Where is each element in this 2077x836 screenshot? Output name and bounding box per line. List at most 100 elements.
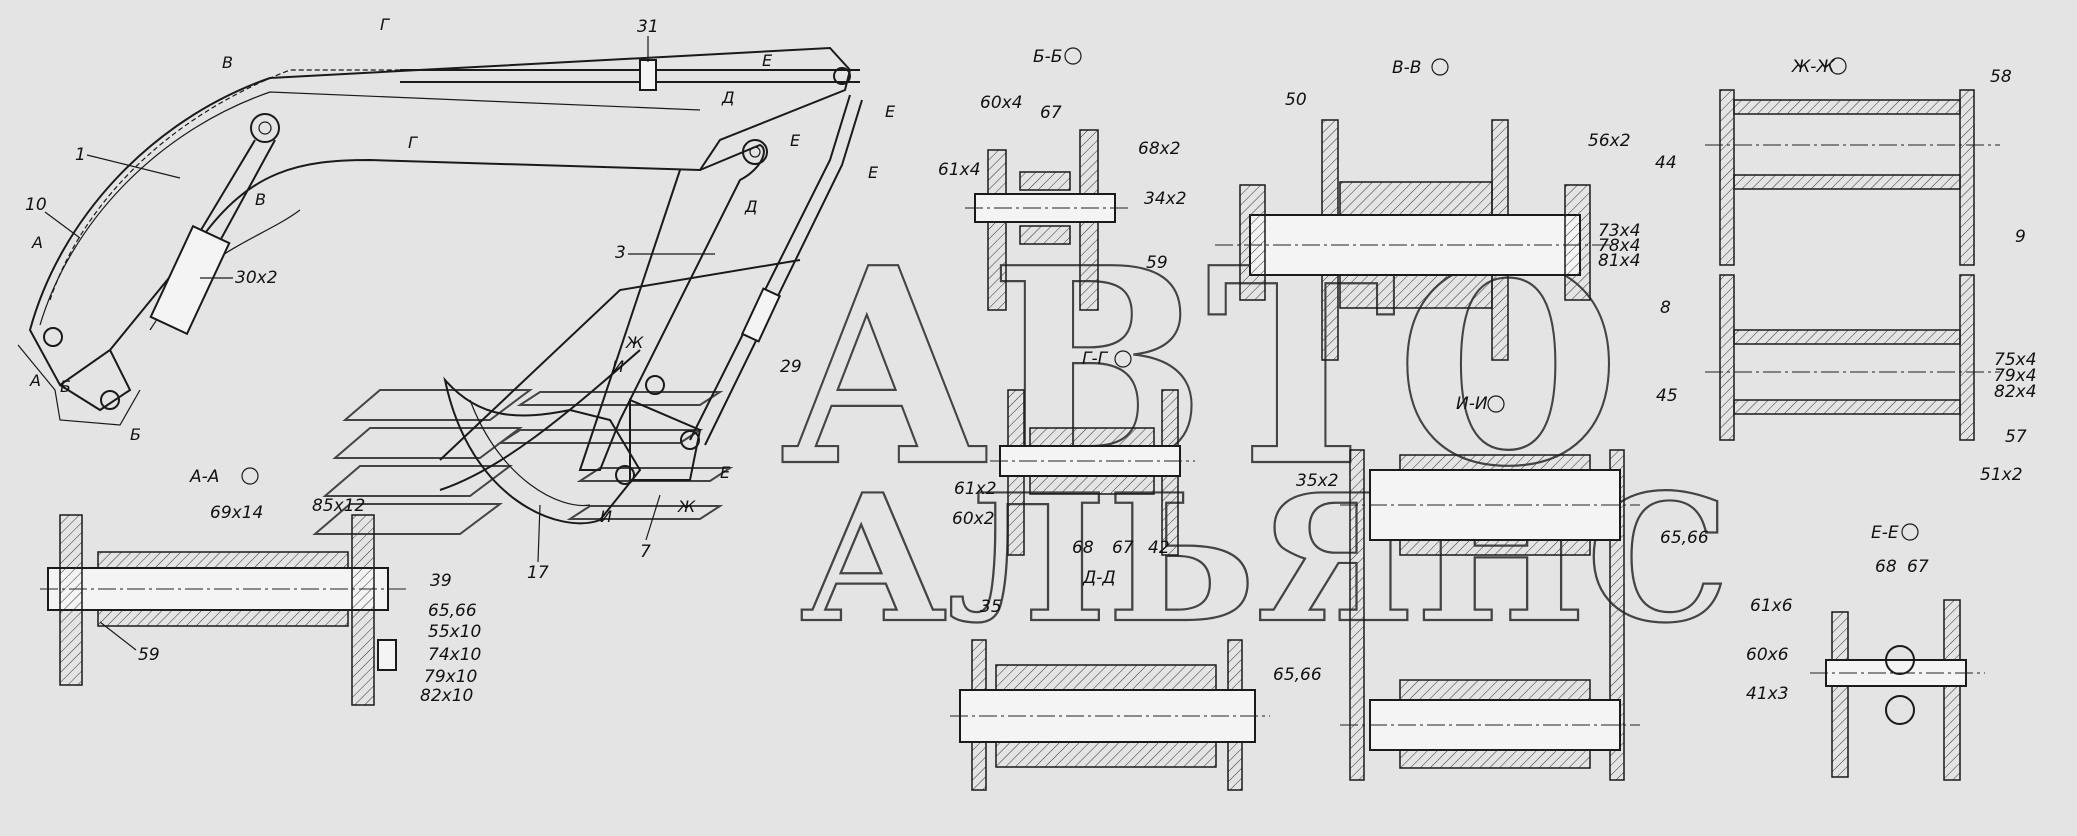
stick-outline	[578, 143, 765, 471]
label-65-66: 65,66	[428, 601, 477, 621]
label-41x3: 41x3	[1746, 684, 1789, 704]
section-bb: Б-Б 60x4 67 61x4 68x2 34x2 59	[938, 47, 1187, 311]
label-42: 42	[1148, 538, 1170, 558]
label-78x4: 78x4	[1598, 236, 1641, 256]
cut-mark: Ж	[677, 497, 696, 516]
label-61x6: 61x6	[1750, 596, 1793, 616]
label-65-66-dd: 65,66	[1273, 665, 1322, 685]
label-69x14: 69x14	[210, 503, 263, 523]
label-35: 35	[980, 597, 1002, 617]
label-82x4: 82x4	[1994, 382, 2037, 402]
label-56x2: 56x2	[1588, 131, 1631, 151]
label-7: 7	[640, 542, 651, 562]
label-3: 3	[615, 243, 626, 263]
label-35x2: 35x2	[1296, 471, 1339, 491]
label-44: 44	[1655, 153, 1677, 173]
label-60x6: 60x6	[1746, 645, 1789, 665]
label-61x2: 61x2	[954, 479, 997, 499]
label-34x2: 34x2	[1144, 189, 1187, 209]
cut-mark: В	[255, 190, 266, 209]
label-30x2: 30x2	[235, 268, 278, 288]
boom-cylinder-body	[149, 224, 231, 336]
label-65-66-ii: 65,66	[1660, 528, 1709, 548]
label-59-bb: 59	[1146, 253, 1168, 273]
plate-left	[59, 514, 83, 686]
stick-pivot	[742, 139, 768, 165]
cut-mark: Е	[885, 102, 896, 121]
cut-mark: Б	[130, 425, 141, 444]
label-50: 50	[1285, 90, 1307, 110]
label-17: 17	[527, 563, 549, 583]
bb-plate-left	[987, 149, 1007, 311]
watermark-logo	[312, 389, 734, 535]
section-gg-title: Г-Г	[1082, 349, 1109, 369]
label-57: 57	[2005, 427, 2027, 447]
plate-right	[351, 514, 375, 706]
label-79x10: 79x10	[424, 667, 477, 687]
bolt-head	[377, 639, 397, 671]
leader-lines	[439, 259, 801, 491]
bushing-bottom	[97, 609, 349, 627]
boom-base-mount	[17, 344, 141, 426]
label-29: 29	[780, 357, 802, 377]
label-68: 68	[1072, 538, 1094, 558]
section-ii: И-И 35x2 65,66	[1296, 394, 1709, 781]
hydraulic-line-top	[49, 69, 640, 301]
cut-mark: И	[612, 357, 624, 376]
label-60x4: 60x4	[980, 93, 1023, 113]
zh-plate-right	[1959, 89, 1975, 266]
section-gg: Г-Г 61x2 60x2 68 67 42	[952, 349, 1195, 558]
boom-inner-line	[39, 91, 701, 326]
cut-mark: Г	[408, 133, 418, 152]
section-zhzh-title: Ж-Ж	[1791, 57, 1835, 77]
label-74x10: 74x10	[428, 645, 481, 665]
cut-mark: Ж	[625, 333, 644, 352]
boom-foot	[59, 349, 132, 412]
section-dd-title: Д-Д	[1082, 568, 1116, 588]
section-bb-title: Б-Б	[1033, 47, 1062, 67]
label-58: 58	[1990, 67, 2012, 87]
cut-mark: Е	[868, 163, 879, 182]
label-1: 1	[75, 145, 86, 165]
cut-mark: И	[600, 507, 612, 526]
label-59: 59	[138, 645, 160, 665]
bucket-linkage	[629, 398, 702, 481]
section-dd: Д-Д 35 65,66	[950, 568, 1322, 791]
label-39: 39	[430, 571, 452, 591]
label-61x4: 61x4	[938, 160, 981, 180]
section-vv-title: В-В	[1392, 58, 1421, 78]
label-68x2: 68x2	[1138, 139, 1181, 159]
arm-cylinder-gland	[639, 59, 657, 91]
label-85x12: 85x12	[312, 496, 365, 516]
boom-cylinder-rod	[194, 139, 276, 251]
main-view: 1 10 30x2 3 31 29 17 7 Г В А А Б Б В Г Д…	[17, 15, 896, 583]
label-67-ee: 67	[1907, 557, 1929, 577]
section-ee: Е-Е 61x6 60x6 41x3 68 67	[1746, 523, 1985, 781]
cut-mark: Е	[762, 51, 773, 70]
label-10: 10	[25, 195, 47, 215]
cut-mark: А	[29, 371, 41, 390]
label-68-ee: 68	[1875, 557, 1897, 577]
bucket-cylinder	[689, 94, 863, 446]
cut-mark: Д	[721, 88, 735, 107]
section-aa-title: А-А	[189, 467, 219, 487]
label-67: 67	[1112, 538, 1134, 558]
label-8: 8	[1660, 298, 1671, 318]
cut-mark: В	[222, 53, 233, 72]
vv-pin	[1249, 214, 1581, 276]
bushing-top	[97, 551, 349, 569]
label-67: 67	[1040, 103, 1062, 123]
bucket-outline	[443, 376, 642, 525]
section-aa: А-А 69x14 85x12 39 65,66 55x10 74x10 79x…	[40, 467, 481, 706]
label-81x4: 81x4	[1598, 251, 1641, 271]
section-zhzh: Ж-Ж 58 44 9 8 75x4 79x4 82x4 45 57 51x2	[1655, 57, 2037, 485]
cylinder-pin-top	[250, 113, 280, 143]
cut-mark: Г	[380, 15, 390, 34]
label-73x4: 73x4	[1598, 221, 1641, 241]
cut-mark: Б	[60, 377, 71, 396]
label-60x2: 60x2	[952, 509, 995, 529]
label-82x10: 82x10	[420, 686, 473, 706]
label-31: 31	[637, 17, 659, 37]
